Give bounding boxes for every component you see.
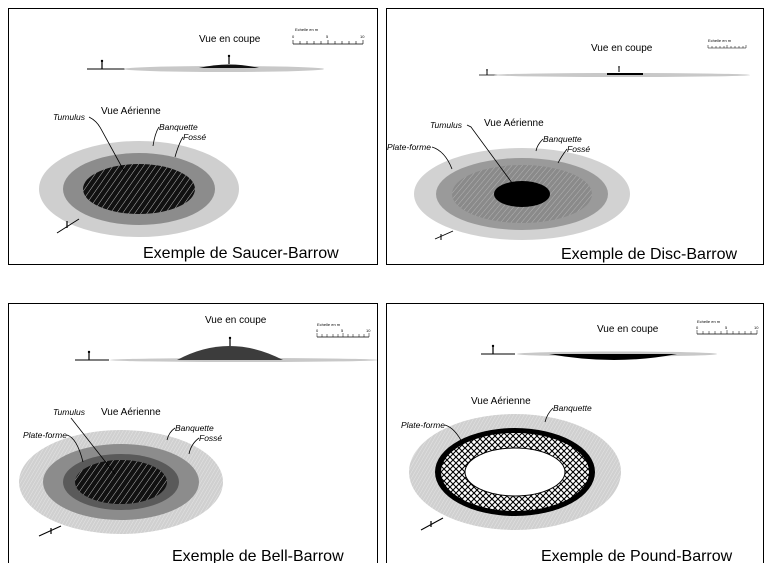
tumulus-label: Tumulus <box>53 112 86 122</box>
human-figure-icon <box>38 525 62 537</box>
cross-section-label: Vue en coupe <box>597 324 659 335</box>
aerial-view <box>19 430 223 534</box>
scale-tick-5: 5 <box>341 328 344 333</box>
scale-tick-0: 0 <box>696 325 699 330</box>
scale-label: Echelle en m <box>697 319 721 324</box>
human-figure-icon <box>491 344 495 354</box>
fosse-label: Fossé <box>199 433 222 443</box>
scale-tick-0: 0 <box>316 328 319 333</box>
scale-bar: Echelle en m 0 5 10 <box>292 27 365 45</box>
saucer-barrow-panel: Vue en coupe Echelle en m 0 5 10 Vue Aér… <box>8 8 378 265</box>
plate-forme-label: Plate-forme <box>23 430 67 440</box>
banquette-label: Banquette <box>175 423 214 433</box>
plate-forme-label: Plate-forme <box>401 420 445 430</box>
panel-caption: Exemple de Saucer-Barrow <box>143 245 339 262</box>
scale-label: Echelle en m <box>317 322 341 327</box>
aerial-view-label: Vue Aérienne <box>484 118 544 129</box>
human-figure-icon <box>227 54 231 64</box>
aerial-view-label: Vue Aérienne <box>101 106 161 117</box>
tumulus-label: Tumulus <box>430 120 463 130</box>
scale-tick-10: 10 <box>754 325 759 330</box>
scale-tick-0: 0 <box>292 34 295 39</box>
human-figure-icon <box>486 69 488 75</box>
bell-barrow-panel: Vue en coupe Echelle en m 0 5 10 Vue Aér… <box>8 303 378 563</box>
scale-tick-10: 10 <box>360 34 365 39</box>
scale-bar: Echelle en m <box>707 38 747 49</box>
banquette-label: Banquette <box>543 134 582 144</box>
cross-section <box>75 336 377 362</box>
cross-section-label: Vue en coupe <box>205 315 267 326</box>
human-figure-icon <box>434 230 454 240</box>
scale-label: Echelle en m <box>708 38 732 43</box>
disc-barrow-panel: Vue en coupe Echelle en m Vue Aérienne <box>386 8 764 265</box>
human-figure-icon <box>56 218 80 234</box>
panel-caption: Exemple de Disc-Barrow <box>561 246 738 263</box>
cross-section <box>481 344 717 360</box>
aerial-view-label: Vue Aérienne <box>471 396 531 407</box>
banquette-label: Banquette <box>553 403 592 413</box>
pound-barrow-panel: Vue en coupe Echelle en m 0 5 10 Vue Aér… <box>386 303 764 563</box>
cross-section-label: Vue en coupe <box>591 43 653 54</box>
fosse-label: Fossé <box>567 144 590 154</box>
aerial-view <box>409 414 621 530</box>
human-figure-icon <box>100 59 104 69</box>
scale-tick-10: 10 <box>366 328 371 333</box>
cross-section-label: Vue en coupe <box>199 34 261 45</box>
human-figure-icon <box>228 336 232 346</box>
cross-section <box>479 66 750 77</box>
cross-section <box>87 54 324 72</box>
fosse-label: Fossé <box>183 132 206 142</box>
human-figure-icon <box>420 517 444 531</box>
scale-tick-5: 5 <box>725 325 728 330</box>
aerial-view <box>414 148 630 240</box>
panel-caption: Exemple de Bell-Barrow <box>172 548 344 563</box>
scale-label: Echelle en m <box>295 27 319 32</box>
scale-bar: Echelle en m 0 5 10 <box>696 319 759 335</box>
plate-forme-label: Plate-forme <box>387 142 431 152</box>
panel-caption: Exemple de Pound-Barrow <box>541 548 733 563</box>
banquette-label: Banquette <box>159 122 198 132</box>
tumulus-label: Tumulus <box>53 407 86 417</box>
human-figure-icon <box>87 350 91 360</box>
human-figure-icon <box>618 66 620 72</box>
scale-tick-5: 5 <box>326 34 329 39</box>
scale-bar: Echelle en m 0 5 10 <box>316 322 371 338</box>
aerial-view-label: Vue Aérienne <box>101 407 161 418</box>
aerial-view <box>39 141 239 237</box>
